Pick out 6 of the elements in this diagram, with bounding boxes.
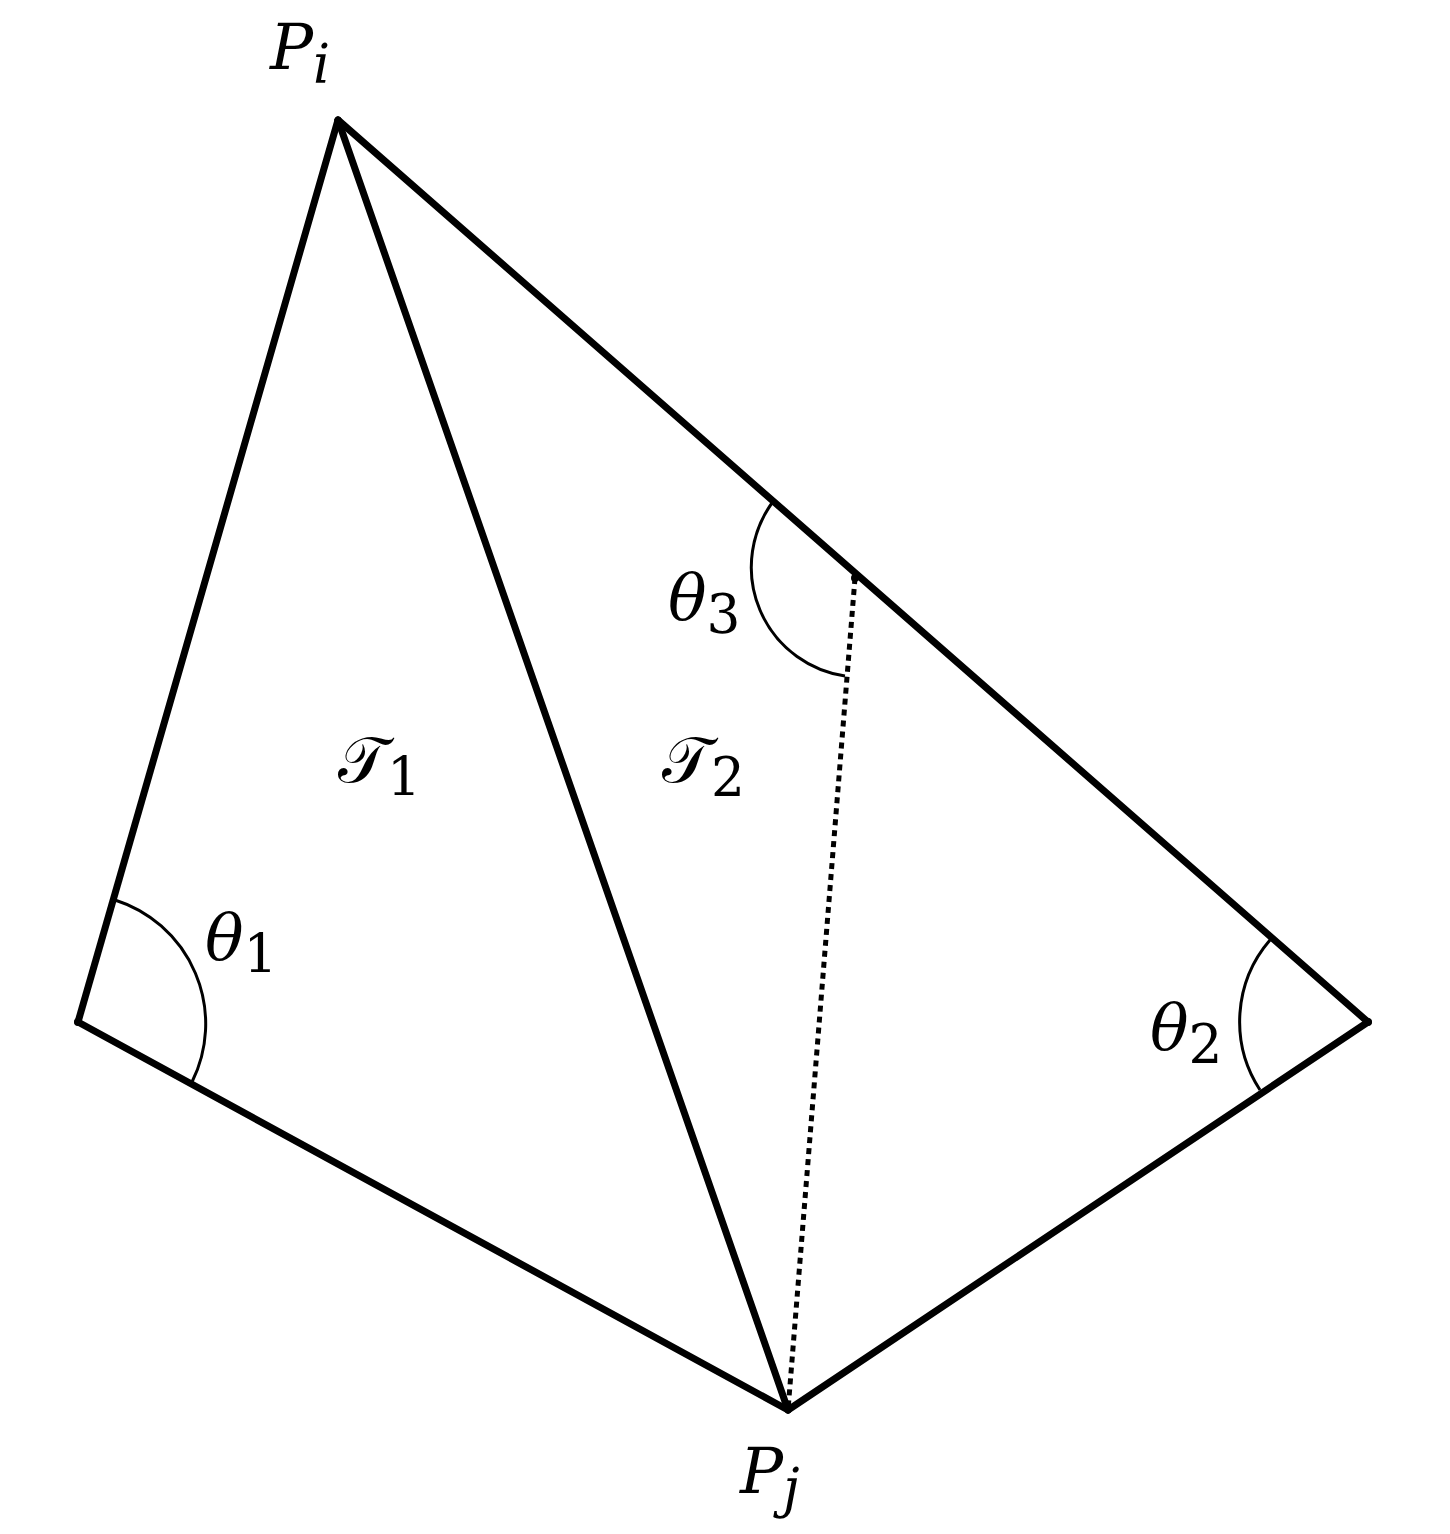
angle-label: θ$_{2}$ [1150, 995, 1223, 1072]
vertex-label: P$_{i}$ [270, 15, 331, 92]
angle-label: θ$_{1}$ [205, 905, 278, 982]
region-label: 𝒯$_{2}$ [662, 728, 745, 805]
region-label: 𝒯$_{1}$ [338, 728, 421, 805]
angle-label: θ$_{3}$ [668, 565, 741, 642]
